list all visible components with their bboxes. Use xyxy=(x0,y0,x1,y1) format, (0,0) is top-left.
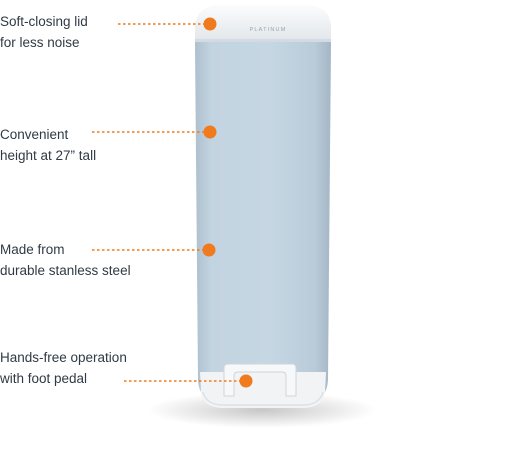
callout-material: Made from durable stanless steel xyxy=(0,239,131,281)
callout-line: durable stanless steel xyxy=(0,263,131,278)
marker-dot xyxy=(203,17,217,31)
bin-lid xyxy=(195,5,331,40)
bin-body xyxy=(195,40,331,402)
marker-dot xyxy=(203,125,217,139)
callout-height: Convenient height at 27” tall xyxy=(0,124,96,166)
callout-leaders xyxy=(92,23,240,382)
callout-line: Soft-closing lid xyxy=(0,14,88,29)
lid-seam xyxy=(195,39,331,42)
callout-markers xyxy=(202,17,253,388)
callout-line: for less noise xyxy=(0,35,80,50)
callout-line: Made from xyxy=(0,242,65,257)
bin-base xyxy=(200,372,326,408)
marker-dot xyxy=(202,243,216,257)
callout-line: Convenient xyxy=(0,127,69,142)
callout-foot-pedal: Hands-free operation with foot pedal xyxy=(0,347,127,389)
callout-line: Hands-free operation xyxy=(0,350,127,365)
foot-pedal xyxy=(223,363,297,397)
callout-line: with foot pedal xyxy=(0,371,88,386)
callout-line: height at 27” tall xyxy=(0,148,97,163)
brand-label: PLATINUM xyxy=(249,27,286,33)
marker-dot xyxy=(239,374,253,388)
callout-soft-close-lid: Soft-closing lid for less noise xyxy=(0,11,88,53)
